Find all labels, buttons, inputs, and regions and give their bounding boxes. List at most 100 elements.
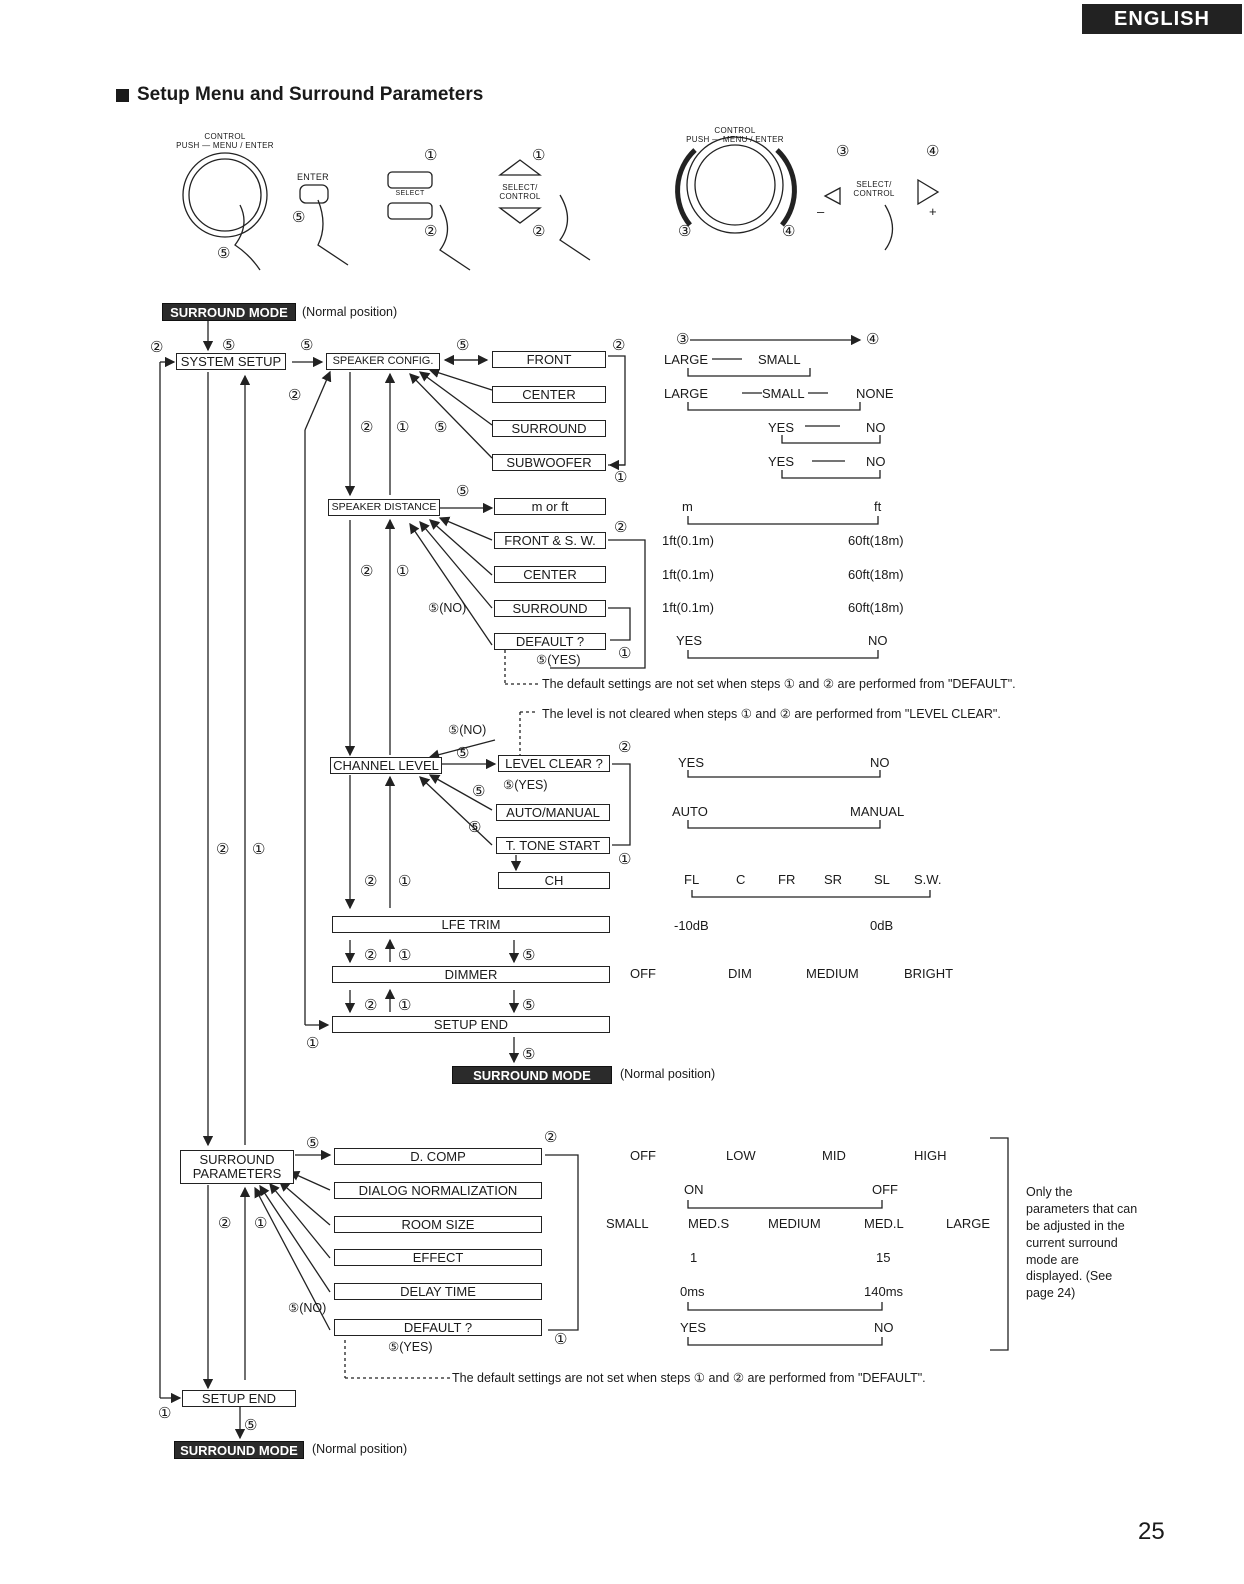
channel-sl: SL bbox=[874, 872, 890, 887]
dimmer-option-bright: BRIGHT bbox=[904, 966, 954, 981]
effect-max: 15 bbox=[876, 1250, 891, 1265]
channel-c: C bbox=[736, 872, 746, 887]
plus-sign: + bbox=[929, 204, 937, 219]
select-up-button-icon bbox=[387, 171, 433, 189]
enter-button-icon bbox=[299, 184, 329, 204]
unit-option-m: m bbox=[682, 499, 693, 514]
step-mark-2: ② bbox=[360, 563, 374, 580]
default-box-2: DEFAULT ? bbox=[334, 1319, 542, 1336]
step-mark-2: ② bbox=[218, 1215, 232, 1232]
ch-box: CH bbox=[498, 872, 610, 889]
d-comp-option-low: LOW bbox=[726, 1148, 756, 1163]
room-size-large: LARGE bbox=[946, 1216, 991, 1231]
step-mark-5: ⑤ bbox=[472, 783, 486, 800]
surround-dist-max: 60ft(18m) bbox=[848, 600, 904, 615]
enter-label: ENTER bbox=[296, 172, 329, 182]
step-mark-1: ① bbox=[554, 1331, 568, 1348]
default-yes-tag-1: ⑤(YES) bbox=[536, 653, 581, 667]
step-mark-2: ② bbox=[360, 419, 374, 436]
effect-box: EFFECT bbox=[334, 1249, 542, 1266]
step-mark-2: ② bbox=[532, 223, 546, 240]
step-mark-2: ② bbox=[614, 519, 628, 536]
room-size-medl: MED.L bbox=[864, 1216, 904, 1231]
channel-fr: FR bbox=[778, 872, 796, 887]
default-yes-tag-2: ⑤(YES) bbox=[388, 1340, 433, 1354]
d-comp-option-mid: MID bbox=[822, 1148, 846, 1163]
speaker-config-box: SPEAKER CONFIG. bbox=[326, 353, 440, 370]
default2-option-yes: YES bbox=[680, 1320, 707, 1335]
language-badge: ENGLISH bbox=[1082, 4, 1242, 34]
delay-time-box: DELAY TIME bbox=[334, 1283, 542, 1300]
setup-end-box-2: SETUP END bbox=[182, 1390, 296, 1407]
normal-position-note-3: (Normal position) bbox=[312, 1442, 408, 1456]
step-mark-3: ③ bbox=[678, 223, 692, 240]
room-size-meds: MED.S bbox=[688, 1216, 730, 1231]
subwoofer-option-no: NO bbox=[866, 454, 886, 469]
step-mark-5: ⑤ bbox=[217, 245, 231, 262]
select-label: SELECT bbox=[395, 190, 425, 197]
surround-distance-box: SURROUND bbox=[494, 600, 606, 617]
step-mark-1: ① bbox=[306, 1035, 320, 1052]
control-knob-label: CONTROL bbox=[204, 132, 246, 141]
step-mark-5: ⑤ bbox=[468, 819, 482, 836]
default-no-tag-2: ⑤(NO) bbox=[288, 1301, 327, 1315]
step-mark-2: ② bbox=[150, 339, 164, 356]
step-mark-2: ② bbox=[544, 1129, 558, 1146]
step-mark-1: ① bbox=[158, 1405, 172, 1422]
section-title-text: Setup Menu and Surround Parameters bbox=[137, 84, 484, 105]
surround-mode-box-middle: SURROUND MODE bbox=[452, 1066, 612, 1084]
subwoofer-option-yes: YES bbox=[768, 454, 795, 469]
center-option-small: SMALL bbox=[762, 386, 805, 401]
center-option-none: NONE bbox=[856, 386, 894, 401]
speaker-distance-box: SPEAKER DISTANCE bbox=[328, 499, 440, 516]
dialog-normalization-box: DIALOG NORMALIZATION bbox=[334, 1182, 542, 1199]
level-clear-box: LEVEL CLEAR ? bbox=[498, 755, 610, 772]
default-note-1: The default settings are not set when st… bbox=[542, 677, 1016, 691]
auto-manual-option-manual: MANUAL bbox=[850, 804, 905, 819]
side-note: Only the parameters that can be adjusted… bbox=[1026, 1185, 1138, 1301]
d-comp-option-high: HIGH bbox=[914, 1148, 947, 1163]
step-mark-5: ⑤ bbox=[456, 337, 470, 354]
dialog-norm-option-off: OFF bbox=[872, 1182, 898, 1197]
step-mark-2: ② bbox=[424, 223, 438, 240]
center-dist-min: 1ft(0.1m) bbox=[662, 567, 715, 582]
step-mark-2: ② bbox=[364, 947, 378, 964]
surround-parameters-line-1: SURROUND bbox=[199, 1151, 275, 1167]
step-mark-4: ④ bbox=[782, 223, 796, 240]
select-right-arrow-icon bbox=[917, 178, 940, 206]
step-mark-5: ⑤ bbox=[456, 745, 470, 762]
channel-sw: S.W. bbox=[914, 872, 942, 887]
step-mark-2: ② bbox=[618, 739, 632, 756]
step-mark-5: ⑤ bbox=[522, 997, 536, 1014]
room-size-medium: MEDIUM bbox=[768, 1216, 821, 1231]
surround-parameters-line-2: PARAMETERS bbox=[192, 1166, 282, 1181]
default-note-2: The default settings are not set when st… bbox=[452, 1371, 926, 1385]
surround-parameters-box: SURROUND PARAMETERS bbox=[180, 1150, 294, 1184]
step-mark-1: ① bbox=[398, 997, 412, 1014]
step-mark-5: ⑤ bbox=[292, 209, 306, 226]
surround-option-yes: YES bbox=[768, 420, 795, 435]
default-no-tag-1: ⑤(NO) bbox=[428, 601, 467, 615]
front-sw-max: 60ft(18m) bbox=[848, 533, 904, 548]
normal-position-note: (Normal position) bbox=[302, 305, 398, 319]
normal-position-note-2: (Normal position) bbox=[620, 1067, 716, 1081]
step-mark-2: ② bbox=[216, 841, 230, 858]
center-distance-box: CENTER bbox=[494, 566, 606, 583]
minus-sign: – bbox=[817, 204, 825, 219]
front-sw-box: FRONT & S. W. bbox=[494, 532, 606, 549]
d-comp-option-off: OFF bbox=[630, 1148, 656, 1163]
dimmer-option-dim: DIM bbox=[728, 966, 752, 981]
center-option-large: LARGE bbox=[664, 386, 709, 401]
subwoofer-box: SUBWOOFER bbox=[492, 454, 606, 471]
step-mark-1: ① bbox=[618, 645, 632, 662]
front-sw-min: 1ft(0.1m) bbox=[662, 533, 715, 548]
system-setup-box: SYSTEM SETUP bbox=[176, 353, 286, 370]
step-mark-5: ⑤ bbox=[522, 947, 536, 964]
front-box: FRONT bbox=[492, 351, 606, 368]
page-number: 25 bbox=[1138, 1518, 1165, 1545]
select-control-label: SELECT/ CONTROL bbox=[499, 183, 541, 201]
step-mark-1: ① bbox=[254, 1215, 268, 1232]
step-mark-1: ① bbox=[532, 147, 546, 164]
level-clear-no-tag: ⑤(NO) bbox=[448, 723, 487, 737]
default2-option-no: NO bbox=[874, 1320, 894, 1335]
